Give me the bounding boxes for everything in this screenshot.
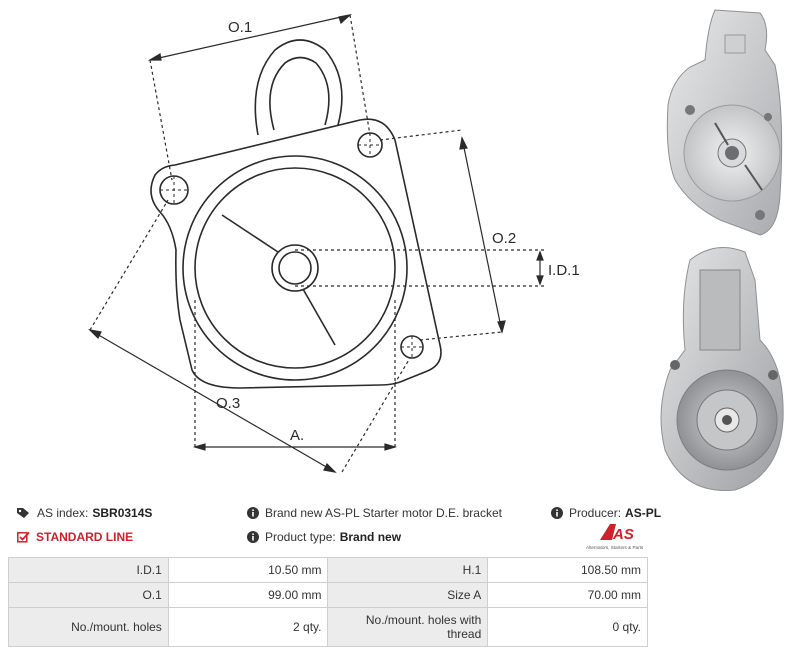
spec-label: H.1 <box>327 557 489 583</box>
info-icon <box>247 507 259 519</box>
product-type-label: Product type: <box>265 530 336 544</box>
spec-value: 10.50 mm <box>167 557 329 583</box>
bracket-outline <box>150 118 442 389</box>
label-o3: O.3 <box>216 395 240 412</box>
product-photo-front <box>666 9 783 236</box>
product-type-value: Brand new <box>339 530 402 544</box>
checkbox-icon <box>17 531 30 543</box>
as-logo: AS Alternators, Starters & Parts <box>586 522 650 552</box>
spec-value: 99.00 mm <box>167 582 329 608</box>
info-icon <box>551 507 563 519</box>
specs-table: I.D.1 10.50 mm H.1 108.50 mm O.1 99.00 m… <box>8 557 648 647</box>
label-o1: O.1 <box>228 19 252 36</box>
outer-bore <box>182 155 408 381</box>
logo-mark: AS <box>612 526 634 543</box>
producer-row: Producer: AS-PL <box>551 506 661 520</box>
shaft-hole <box>271 244 319 292</box>
spec-value: 70.00 mm <box>487 582 648 608</box>
inner-bore <box>194 167 396 369</box>
table-row: I.D.1 10.50 mm H.1 108.50 mm <box>8 557 648 583</box>
label-a: A. <box>290 427 304 444</box>
as-index-row: AS index: SBR0314S <box>17 506 152 520</box>
spec-label: No./mount. holes with thread <box>327 607 489 647</box>
lifting-eye <box>254 39 343 136</box>
label-o2: O.2 <box>492 230 516 247</box>
as-index-value: SBR0314S <box>92 506 153 520</box>
spec-value: 2 qty. <box>167 607 329 647</box>
spec-label: O.1 <box>8 582 169 608</box>
technical-drawing: O.1 O.2 O.3 I.D.1 A. <box>88 14 580 473</box>
spec-value: 0 qty. <box>487 607 648 647</box>
spec-value: 108.50 mm <box>487 557 648 583</box>
spec-label: I.D.1 <box>8 557 169 583</box>
product-photo-side <box>660 247 784 491</box>
producer-label: Producer: <box>569 506 622 520</box>
description-row: Brand new AS-PL Starter motor D.E. brack… <box>247 506 502 520</box>
spec-label: No./mount. holes <box>8 607 169 647</box>
table-row: O.1 99.00 mm Size A 70.00 mm <box>8 582 648 608</box>
tags-icon <box>17 507 31 519</box>
info-icon <box>247 531 259 543</box>
product-description: Brand new AS-PL Starter motor D.E. brack… <box>265 506 502 520</box>
product-type-row: Product type: Brand new <box>247 530 401 544</box>
label-id1: I.D.1 <box>548 262 580 279</box>
producer-value: AS-PL <box>625 506 662 520</box>
as-index-label: AS index: <box>37 506 89 520</box>
standard-line-badge: STANDARD LINE <box>36 530 134 544</box>
standard-line-row: STANDARD LINE <box>17 530 133 544</box>
table-row: No./mount. holes 2 qty. No./mount. holes… <box>8 607 648 647</box>
spec-label: Size A <box>327 582 489 608</box>
logo-tagline: Alternators, Starters & Parts <box>586 545 644 550</box>
